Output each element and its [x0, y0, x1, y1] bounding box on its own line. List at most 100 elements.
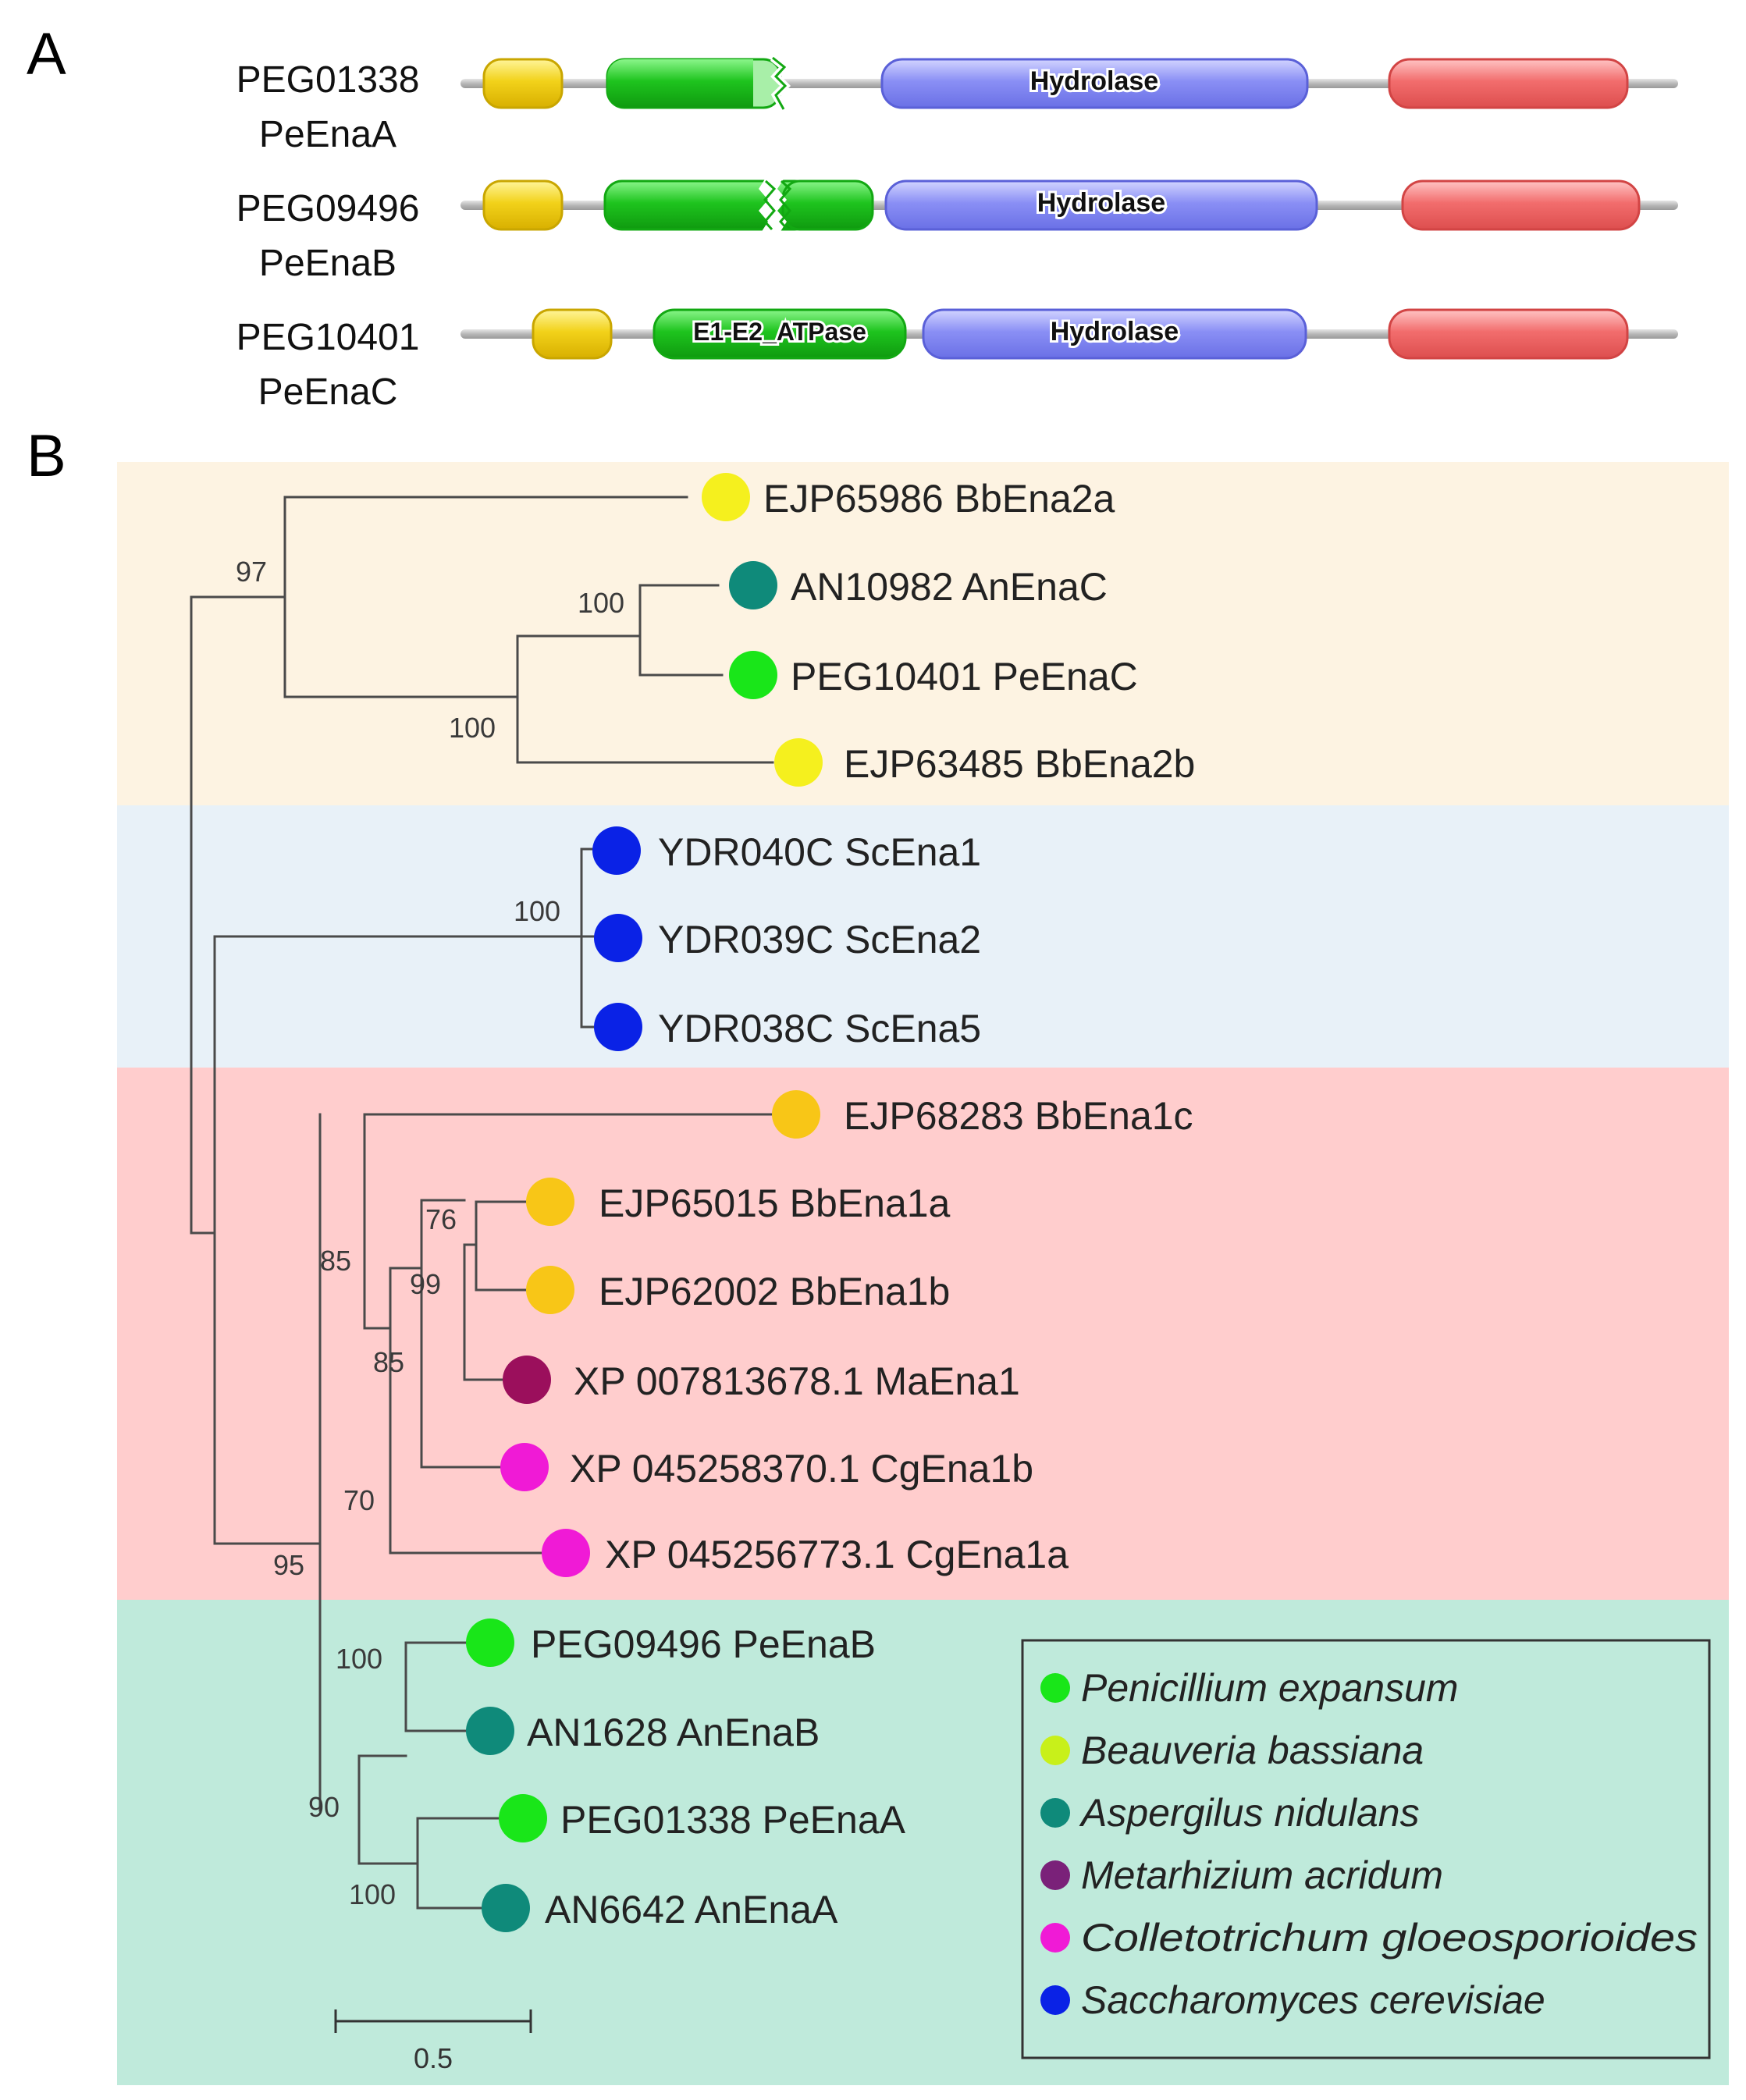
protein-id: PEG09496	[236, 188, 420, 229]
leaf-markers	[466, 473, 823, 1932]
protein-row: PEG09496 PeEnaB Hydrolase	[236, 178, 1678, 284]
species-marker	[500, 1443, 549, 1491]
species-marker	[466, 1707, 514, 1755]
species-marker	[594, 1003, 642, 1051]
species-marker	[772, 1090, 820, 1139]
e1-e2-atpase-label: E1-E2_ATPase	[693, 318, 866, 346]
species-marker	[729, 651, 777, 699]
leaf-labels: EJP65986 BbEna2a AN10982 AnEnaC PEG10401…	[527, 477, 1195, 1931]
hydrolase-domain: Hydrolase	[880, 58, 1309, 109]
leaf-label: PEG01338 PeEnaA	[560, 1798, 906, 1842]
protein-name: PeEnaC	[258, 371, 398, 413]
legend-label: Beauveria bassiana	[1081, 1729, 1424, 1772]
species-legend: Penicillium expansum Beauveria bassiana …	[1021, 1639, 1711, 2059]
legend-label: Penicillium expansum	[1081, 1666, 1459, 1710]
protein-row: PEG10401 PeEnaC E1-E2_ATPase Hydrolase	[236, 308, 1678, 413]
hydrolase-label: Hydrolase	[1051, 317, 1179, 346]
leaf-label: YDR039C ScEna2	[658, 918, 981, 961]
bootstrap-values: 97 100 100 100 76 99 85 70 85 95 100 100…	[236, 556, 624, 1910]
protein-row: PEG01338 PeEnaA Hydrolase	[236, 55, 1678, 155]
bootstrap-value: 100	[449, 712, 496, 744]
legend-label: Colletotrichum gloeosporioides	[1081, 1916, 1698, 1960]
n-terminal-domain	[482, 179, 564, 231]
legend-label: Metarhizium acridum	[1081, 1853, 1443, 1897]
leaf-label: EJP68283 BbEna1c	[844, 1094, 1193, 1138]
species-marker	[503, 1356, 551, 1404]
species-marker	[542, 1529, 590, 1577]
legend-marker	[1040, 1736, 1070, 1765]
scale-bar-label: 0.5	[414, 2042, 453, 2074]
legend-marker	[1040, 1923, 1070, 1953]
bootstrap-value: 85	[320, 1245, 351, 1277]
legend-marker	[1040, 1798, 1070, 1828]
species-marker	[499, 1794, 547, 1842]
e1-e2-atpase-domain: E1-E2_ATPase	[653, 308, 907, 360]
bootstrap-value: 97	[236, 556, 267, 588]
protein-name: PeEnaB	[259, 243, 396, 284]
bootstrap-value: 85	[373, 1346, 404, 1378]
bootstrap-value: 100	[349, 1878, 396, 1910]
panel-a-letter: A	[27, 21, 66, 87]
bootstrap-value: 95	[273, 1549, 304, 1581]
leaf-label: PEG10401 PeEnaC	[791, 655, 1138, 698]
bootstrap-value: 70	[343, 1484, 375, 1516]
leaf-label: AN10982 AnEnaC	[791, 565, 1108, 609]
domain-architecture-panel: PEG01338 PeEnaA Hydrolase PEG09496 PeEna…	[236, 55, 1678, 413]
leaf-label: AN1628 AnEnaB	[527, 1711, 820, 1754]
species-marker	[729, 561, 777, 609]
c-terminal-domain	[1401, 179, 1641, 231]
protein-id: PEG01338	[236, 59, 420, 101]
leaf-label: EJP62002 BbEna1b	[599, 1270, 950, 1313]
leaf-label: YDR038C ScEna5	[658, 1007, 981, 1050]
species-marker	[466, 1619, 514, 1667]
bootstrap-value: 99	[410, 1268, 441, 1300]
species-marker	[482, 1884, 530, 1932]
phylogenetic-tree-panel: 97 100 100 100 76 99 85 70 85 95 100 100…	[117, 462, 1729, 2085]
species-marker	[702, 473, 750, 521]
n-terminal-domain	[532, 308, 613, 360]
clade-background-ena1	[117, 1068, 1729, 1600]
species-marker	[526, 1266, 574, 1314]
n-terminal-domain	[482, 58, 564, 109]
clade-background-ena2	[117, 462, 1729, 805]
leaf-label: XP 045256773.1 CgEna1a	[605, 1533, 1069, 1576]
leaf-label: XP 045258370.1 CgEna1b	[570, 1447, 1033, 1491]
panel-b-letter: B	[27, 423, 66, 489]
bootstrap-value: 100	[514, 895, 560, 927]
leaf-label: EJP63485 BbEna2b	[844, 742, 1195, 786]
legend-box	[1021, 1639, 1711, 2059]
bootstrap-value: 90	[308, 1791, 340, 1823]
c-terminal-domain	[1388, 58, 1629, 109]
hydrolase-domain: Hydrolase	[922, 308, 1307, 360]
e1-e2-atpase-domain-split	[603, 178, 874, 233]
c-terminal-domain	[1388, 308, 1629, 360]
legend-marker	[1040, 1860, 1070, 1890]
species-marker	[594, 914, 642, 962]
leaf-label: AN6642 AnEnaA	[545, 1888, 838, 1931]
hydrolase-label: Hydrolase	[1037, 188, 1165, 218]
species-marker	[592, 826, 641, 875]
species-marker	[774, 738, 823, 787]
leaf-label: XP 007813678.1 MaEna1	[574, 1359, 1020, 1403]
bootstrap-value: 100	[578, 587, 624, 619]
hydrolase-label: Hydrolase	[1030, 66, 1158, 96]
leaf-label: PEG09496 PeEnaB	[531, 1622, 876, 1666]
protein-id: PEG10401	[236, 317, 420, 358]
scale-bar: 0.5	[334, 2009, 532, 2074]
legend-label: Aspergilus nidulans	[1079, 1791, 1420, 1835]
leaf-label: YDR040C ScEna1	[658, 830, 981, 874]
leaf-label: EJP65986 BbEna2a	[763, 477, 1115, 521]
tree-branches	[190, 496, 774, 1910]
hydrolase-domain: Hydrolase	[884, 179, 1318, 231]
leaf-label: EJP65015 BbEna1a	[599, 1181, 951, 1225]
legend-marker	[1040, 1985, 1070, 2015]
legend-marker	[1040, 1673, 1070, 1703]
bootstrap-value: 100	[336, 1643, 382, 1675]
e1-e2-atpase-domain-truncated	[606, 55, 791, 112]
bootstrap-value: 76	[425, 1203, 457, 1235]
clade-background-pe-an-ena	[117, 1600, 1729, 2085]
protein-name: PeEnaA	[259, 114, 396, 155]
species-marker	[526, 1178, 574, 1226]
legend-label: Saccharomyces cerevisiae	[1081, 1978, 1545, 2022]
